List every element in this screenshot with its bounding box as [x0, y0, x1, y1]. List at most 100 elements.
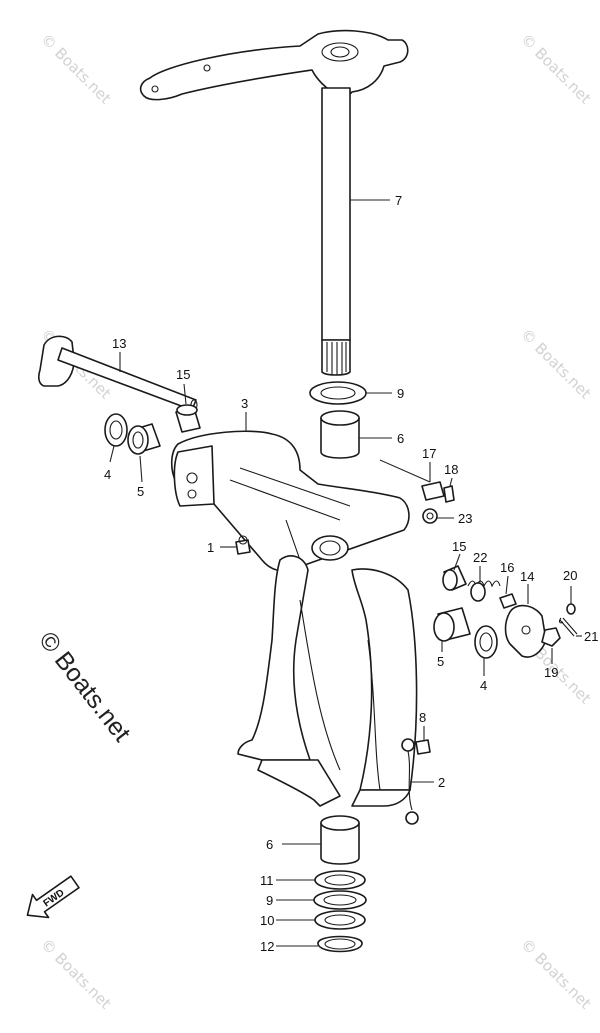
bushing-15-right-face — [442, 569, 458, 591]
pin-16 — [499, 593, 517, 609]
callout-4-left: 4 — [104, 467, 111, 482]
callout-4-right: 4 — [480, 678, 487, 693]
watermark-top-left: © Boats.net — [37, 30, 115, 108]
steering-arm-boss-inner — [330, 46, 350, 58]
grease-nipple — [235, 539, 251, 555]
callout-9-upper: 9 — [397, 386, 404, 401]
callout-13: 13 — [112, 336, 126, 351]
part-17-plate — [421, 481, 445, 501]
callout-3: 3 — [241, 396, 248, 411]
bushing-6-upper — [320, 417, 360, 459]
part-19-nut — [541, 627, 561, 647]
washer-11-hole — [324, 874, 356, 886]
part-15-right-bushing — [442, 565, 467, 591]
part-6-upper-bushing — [320, 410, 360, 459]
part-7-steering-bracket — [139, 29, 409, 376]
watermark-mid-right: © Boats.net — [517, 325, 595, 403]
swivel-bracket-arm-right — [351, 568, 418, 791]
watermark-large: © Boats.net — [33, 626, 136, 747]
callout-5-right: 5 — [437, 654, 444, 669]
bushing-5-left-face — [127, 425, 149, 455]
part-6-lower-bushing — [320, 815, 360, 865]
part-23-spring — [422, 508, 438, 524]
swivel-bracket-lower-arms — [237, 555, 418, 807]
ground-wire-lug-bottom — [405, 811, 419, 825]
bushing-5-left-hole — [132, 431, 144, 449]
fwd-arrow-shape — [26, 875, 80, 919]
washer-10-hole — [324, 914, 356, 926]
callout-9-lower: 9 — [266, 893, 273, 908]
callout-7: 7 — [395, 193, 402, 208]
part-18-screw — [443, 485, 455, 503]
part-15-upper-bushing — [175, 404, 201, 433]
callout-22: 22 — [473, 550, 487, 565]
spring-23-inner — [426, 512, 434, 520]
part-16-pin — [499, 593, 517, 609]
watermark-bottom-left: © Boats.net — [37, 935, 115, 1013]
bushing-15-upper-cap — [176, 404, 198, 416]
part-5-right-bushing — [433, 607, 471, 642]
callout-6-lower: 6 — [266, 837, 273, 852]
spline-lines — [326, 342, 347, 375]
part-14-lever — [504, 604, 547, 658]
spring-22-end — [470, 582, 486, 602]
washer-9-lower — [313, 890, 367, 910]
watermark-top-right: © Boats.net — [517, 30, 595, 108]
washer-20 — [566, 603, 576, 615]
swivel-bracket-right-bore — [319, 540, 341, 556]
washer-4-right — [474, 625, 498, 659]
leader-15-right — [453, 553, 461, 571]
part-4-left-washer — [104, 413, 128, 447]
washer-9-upper-hole — [320, 386, 356, 400]
part-22-spring — [467, 580, 501, 602]
callout-2: 2 — [438, 775, 445, 790]
watermark-bottom-right: © Boats.net — [517, 935, 595, 1013]
callout-21: 21 — [584, 629, 598, 644]
part-11-washer — [314, 870, 366, 890]
callout-labels: 7 9 6 13 15 3 4 5 17 18 23 1 15 22 16 14… — [104, 193, 598, 954]
fwd-arrow: FWD — [26, 875, 80, 919]
callout-8: 8 — [419, 710, 426, 725]
plate-17 — [421, 481, 445, 501]
swivel-bracket-left-hole-2 — [187, 489, 197, 499]
leader-4-left — [109, 445, 115, 463]
arm-inner-line — [299, 599, 381, 791]
leader-18 — [449, 477, 453, 487]
swivel-bracket-left-hole — [186, 472, 198, 484]
steering-arm-hole — [203, 64, 211, 72]
nut-19 — [541, 627, 561, 647]
grease-nipple-tip — [238, 535, 248, 545]
lever-14 — [504, 604, 547, 658]
steering-shaft-spline — [321, 339, 351, 376]
bolt-8 — [415, 739, 431, 755]
swivel-bracket-arm-left — [237, 555, 311, 761]
washer-10 — [314, 910, 366, 930]
leader-lines — [109, 199, 582, 947]
leader-15-upper — [183, 383, 187, 405]
callout-14: 14 — [520, 569, 534, 584]
spring-23 — [422, 508, 438, 524]
part-1-grease-nipple — [235, 535, 251, 555]
washer-4-left — [104, 413, 128, 447]
steering-arm-hole-2 — [151, 85, 159, 93]
part-10-washer — [314, 910, 366, 930]
leader-16 — [505, 575, 509, 595]
swivel-bracket-web — [229, 467, 351, 561]
washer-4-right-hole — [479, 632, 493, 652]
callout-15-upper: 15 — [176, 367, 190, 382]
cotter-pin-21 — [558, 617, 578, 637]
washer-4-left-hole — [109, 420, 123, 440]
part-3-swivel-bracket — [170, 430, 410, 572]
part-5-left-bushing — [127, 423, 161, 455]
callout-16: 16 — [500, 560, 514, 575]
callout-5-left: 5 — [137, 484, 144, 499]
steering-arm — [139, 29, 409, 101]
callout-23: 23 — [458, 511, 472, 526]
circlip-12-inner — [324, 938, 356, 950]
swivel-bracket-bottom — [257, 759, 341, 807]
bushing-6-lower-top — [320, 815, 360, 831]
callout-10: 10 — [260, 913, 274, 928]
callout-6-upper: 6 — [397, 431, 404, 446]
callout-17: 17 — [422, 446, 436, 461]
